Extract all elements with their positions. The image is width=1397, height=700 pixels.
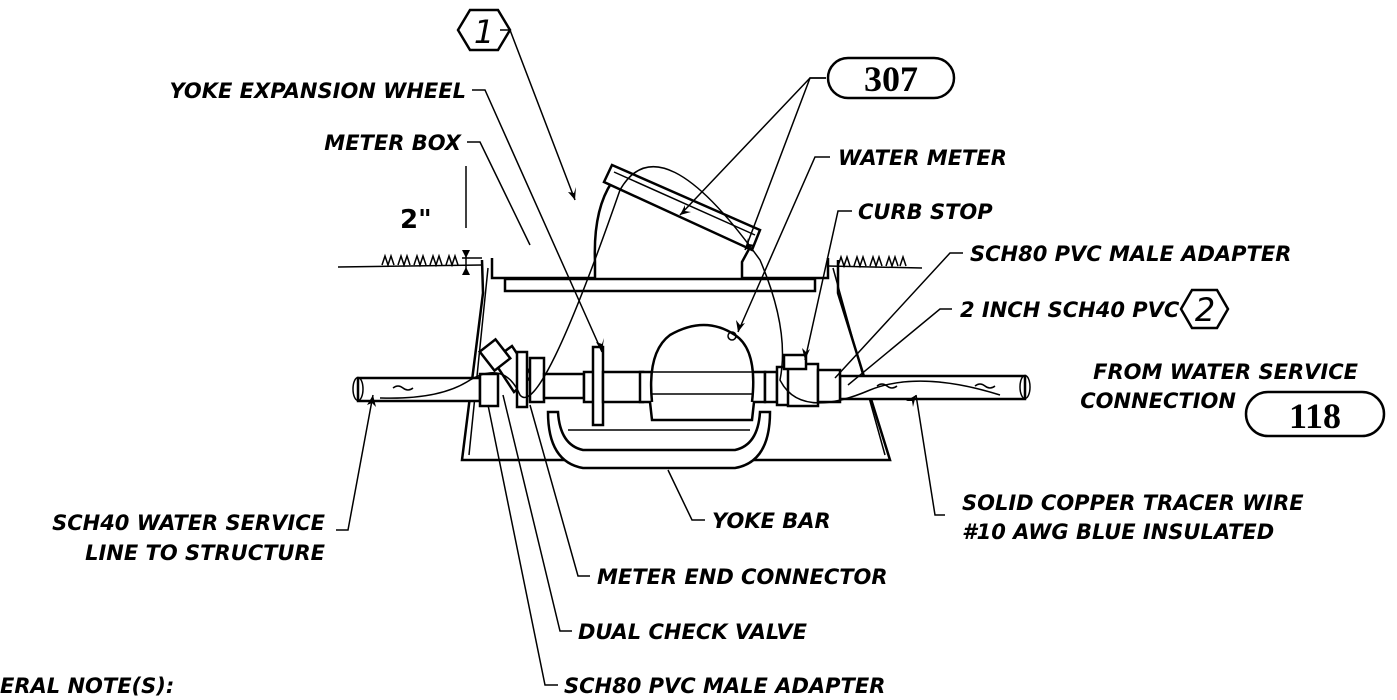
label-sch40-pvc-2in: 2 INCH SCH40 PVC [960, 298, 1180, 322]
label-meter-end-connector: METER END CONNECTOR [597, 565, 888, 589]
label-meter-box: METER BOX [324, 131, 463, 155]
ground-line [337, 264, 923, 269]
service-pipe-right [838, 374, 1031, 401]
label-from-service-2: CONNECTION [1080, 389, 1236, 413]
dimension-label: 2" [400, 205, 432, 235]
label-tracer-2: #10 AWG BLUE INSULATED [962, 520, 1274, 544]
label-sch80-adapter-right: SCH80 PVC MALE ADAPTER [970, 242, 1291, 266]
meter-lid [602, 163, 762, 252]
hex-tag-2-label: 2 [1195, 291, 1215, 329]
label-service-line-2: LINE TO STRUCTURE [85, 541, 326, 565]
grass-tufts [381, 253, 907, 269]
label-service-line-1: SCH40 WATER SERVICE [52, 511, 326, 535]
hex-tag-1-label: 1 [474, 13, 494, 51]
label-general-notes: ERAL NOTE(S): [0, 674, 174, 698]
hex-tag-1: 1 [456, 8, 512, 52]
label-yoke-expansion-wheel: YOKE EXPANSION WHEEL [169, 79, 466, 103]
arrowheads [367, 187, 916, 407]
callout-307-label: 307 [864, 59, 918, 99]
yoke-bar [546, 410, 772, 470]
curb-stop [763, 353, 842, 408]
label-yoke-bar: YOKE BAR [712, 509, 831, 533]
callout-118: 118 [1244, 390, 1386, 438]
label-water-meter: WATER METER [838, 146, 1007, 170]
label-tracer-1: SOLID COPPER TRACER WIRE [962, 491, 1304, 515]
tracer-wire [379, 165, 1001, 404]
left-fittings [477, 337, 586, 409]
dimension-2in: 2" [400, 166, 482, 275]
water-meter [638, 323, 767, 422]
callout-307: 307 [826, 56, 956, 100]
callout-118-label: 118 [1289, 396, 1341, 436]
label-from-service-1: FROM WATER SERVICE [1093, 360, 1359, 384]
yoke-assembly [582, 345, 645, 427]
label-sch80-adapter-bottom: SCH80 PVC MALE ADAPTER [564, 674, 885, 698]
leader-lines [336, 29, 963, 686]
hex-tag-2: 2 [1179, 288, 1230, 330]
label-curb-stop: CURB STOP [858, 200, 993, 224]
label-dual-check-valve: DUAL CHECK VALVE [578, 620, 808, 644]
